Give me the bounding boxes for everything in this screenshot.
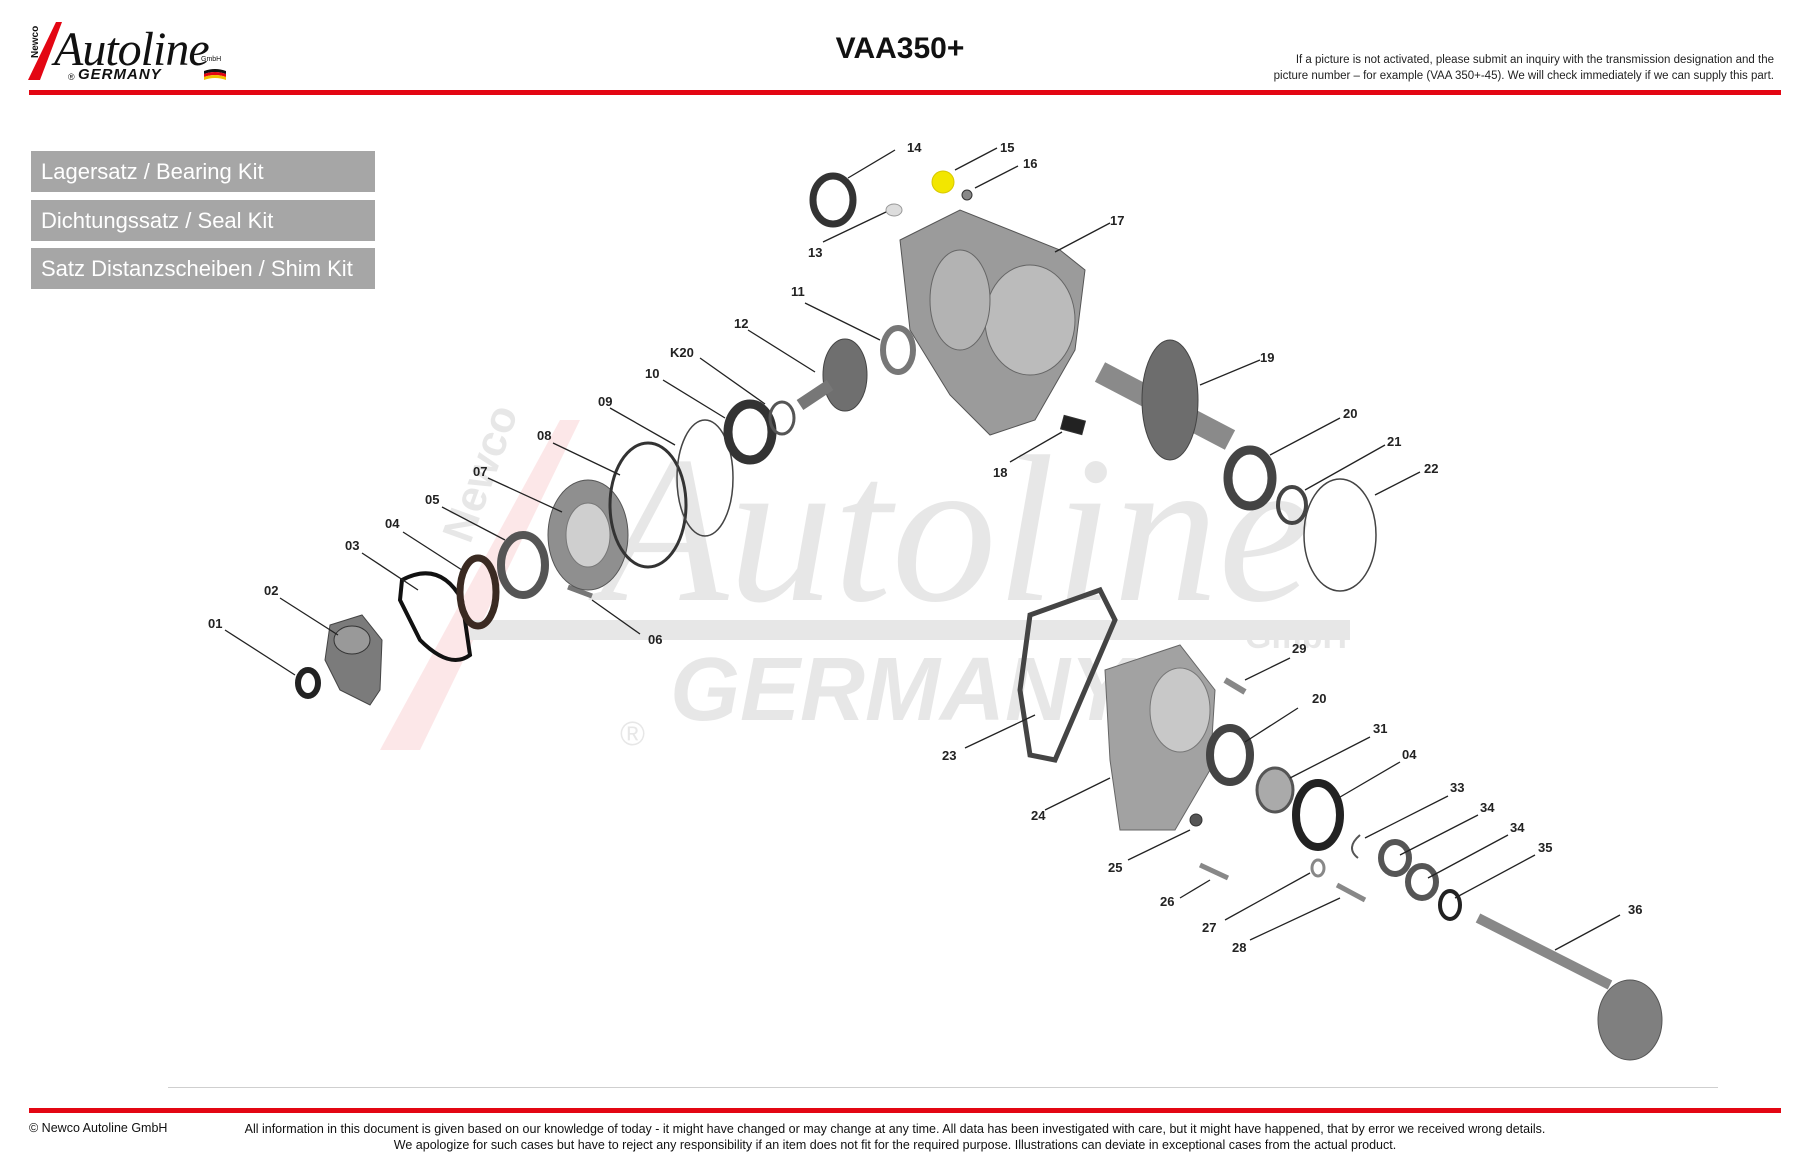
part-label-14[interactable]: 14 <box>907 140 922 155</box>
watermark: Autoline Newco GmbH GERMANY ® <box>380 398 1350 753</box>
part-label-26[interactable]: 26 <box>1160 894 1174 909</box>
logo-brand: Autoline <box>54 23 210 76</box>
watermark-gmbh: GmbH <box>1245 618 1347 656</box>
copyright: © Newco Autoline GmbH <box>29 1121 168 1135</box>
part-label-06[interactable]: 06 <box>648 632 662 647</box>
part-label-16[interactable]: 16 <box>1023 156 1037 171</box>
part-label-19[interactable]: 19 <box>1260 350 1274 365</box>
logo-germany: GERMANY <box>78 66 162 83</box>
footer-separator <box>168 1087 1718 1088</box>
inquiry-note-line1: If a picture is not activated, please su… <box>1295 54 1774 66</box>
disclaimer-line2: We apologize for such cases but have to … <box>393 1138 1397 1152</box>
part-label-08[interactable]: 08 <box>537 428 551 443</box>
part-label-20[interactable]: 20 <box>1343 406 1357 421</box>
part-label-23[interactable]: 23 <box>942 748 956 763</box>
bearing-kit-button[interactable]: Lagersatz / Bearing Kit <box>31 151 375 192</box>
header-divider <box>29 90 1781 95</box>
part-label-04-lower[interactable]: 04 <box>1402 747 1417 762</box>
part-label-34[interactable]: 34 <box>1480 800 1495 815</box>
part-label-15[interactable]: 15 <box>1000 140 1014 155</box>
footer-divider <box>29 1108 1781 1113</box>
part-label-31[interactable]: 31 <box>1373 721 1387 736</box>
part-label-29[interactable]: 29 <box>1292 641 1306 656</box>
part-label-28[interactable]: 28 <box>1232 940 1246 955</box>
part-label-17[interactable]: 17 <box>1110 213 1124 228</box>
part-label-24[interactable]: 24 <box>1031 808 1046 823</box>
part-label-02[interactable]: 02 <box>264 583 278 598</box>
part-label-34-second[interactable]: 34 <box>1510 820 1525 835</box>
logo-registered: ® <box>68 72 75 82</box>
inquiry-note: If a picture is not activated, please su… <box>1174 52 1774 84</box>
disclaimer-line1: All information in this document is give… <box>244 1122 1546 1136</box>
part-label-22[interactable]: 22 <box>1424 461 1438 476</box>
part-label-27[interactable]: 27 <box>1202 920 1216 935</box>
callout-lines <box>224 147 1621 951</box>
seal-kit-button[interactable]: Dichtungssatz / Seal Kit <box>31 200 375 241</box>
part-label-21[interactable]: 21 <box>1387 434 1401 449</box>
shim-kit-button[interactable]: Satz Distanzscheiben / Shim Kit <box>31 248 375 289</box>
part-label-18[interactable]: 18 <box>993 465 1007 480</box>
part-label-13[interactable]: 13 <box>808 245 822 260</box>
part-label-03[interactable]: 03 <box>345 538 359 553</box>
part-label-25[interactable]: 25 <box>1108 860 1122 875</box>
part-label-35[interactable]: 35 <box>1538 840 1552 855</box>
part-label-07[interactable]: 07 <box>473 464 487 479</box>
part-label-12[interactable]: 12 <box>734 316 748 331</box>
company-logo: Newco Autoline GmbH ® GERMANY <box>26 20 226 88</box>
disclaimer: All information in this document is give… <box>205 1121 1585 1153</box>
part-label-36[interactable]: 36 <box>1628 902 1642 917</box>
inquiry-note-line2: picture number – for example (VAA 350+-4… <box>1273 70 1774 82</box>
part-label-01[interactable]: 01 <box>208 616 222 631</box>
part-label-33[interactable]: 33 <box>1450 780 1464 795</box>
german-flag-icon <box>204 69 226 80</box>
logo-gmbh: GmbH <box>201 56 222 63</box>
part-label-11[interactable]: 11 <box>791 284 805 299</box>
part-label-05[interactable]: 05 <box>425 492 439 507</box>
part-label-04[interactable]: 04 <box>385 516 400 531</box>
part-label-20-lower[interactable]: 20 <box>1312 691 1326 706</box>
watermark-registered: ® <box>620 715 645 753</box>
watermark-germany: GERMANY <box>670 640 1137 740</box>
part-number-labels: 01 02 03 04 05 06 07 08 09 10 K20 11 12 … <box>208 140 1642 955</box>
part-label-k20[interactable]: K20 <box>670 345 694 360</box>
part-label-09[interactable]: 09 <box>598 394 612 409</box>
part-label-10[interactable]: 10 <box>645 366 659 381</box>
page-title: VAA350+ <box>835 32 965 65</box>
watermark-brand: Autoline <box>588 414 1312 646</box>
logo-swoosh-icon <box>28 22 62 80</box>
part-graphics <box>295 170 1663 1061</box>
